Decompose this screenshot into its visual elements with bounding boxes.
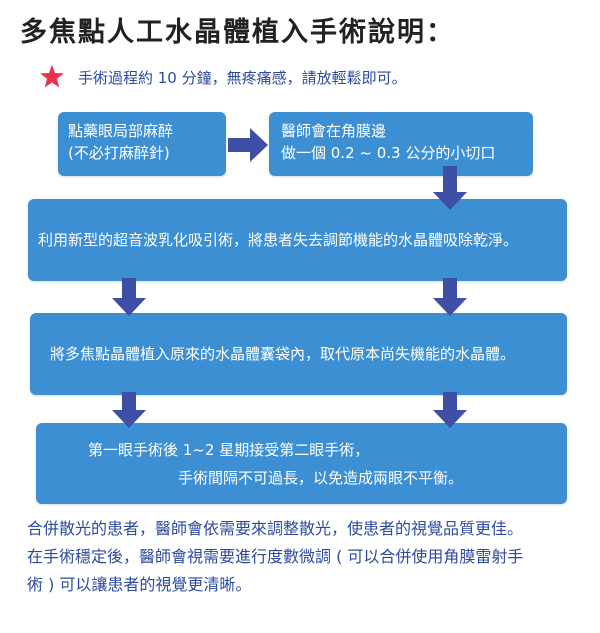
step5-line2: 手術間隔不可過長，以免造成兩眼不平衡。 (178, 469, 464, 487)
note-text: 手術過程約 10 分鐘，無疼痛感，請放輕鬆即可。 (78, 68, 407, 87)
star-icon (40, 64, 64, 88)
page-title: 多焦點人工水晶體植入手術說明： (20, 17, 455, 48)
step1-line2: (不必打麻醉針) (68, 144, 170, 162)
step2-line1: 醫師會在角膜邊 (281, 122, 387, 140)
step2-line2: 做一個 0.2 ~ 0.3 公分的小切口 (281, 144, 496, 162)
footer-line1: 合併散光的患者，醫師會依需要來調整散光，使患者的視覺品質更佳。 (27, 519, 524, 538)
step-box-second-eye: 第一眼手術後 1~2 星期接受第二眼手術， 手術間隔不可過長，以免造成兩眼不平衡… (36, 423, 567, 504)
step5-line1: 第一眼手術後 1~2 星期接受第二眼手術， (88, 441, 370, 459)
step-box-anesthesia: 點藥眼局部麻醉 (不必打麻醉針) (58, 112, 226, 176)
step-box-phaco: 利用新型的超音波乳化吸引術，將患者失去調節機能的水晶體吸除乾淨。 (28, 199, 567, 281)
step4-text: 將多焦點晶體植入原來的水晶體囊袋內，取代原本尚失機能的水晶體。 (50, 345, 516, 363)
note: 手術過程約 10 分鐘，無疼痛感，請放輕鬆即可。 (38, 63, 407, 91)
arrow-down-icon (112, 278, 146, 316)
footer-note: 合併散光的患者，醫師會依需要來調整散光，使患者的視覺品質更佳。 在手術穩定後，醫… (27, 515, 587, 599)
arrow-down-icon (433, 166, 467, 210)
step-box-implant: 將多焦點晶體植入原來的水晶體囊袋內，取代原本尚失機能的水晶體。 (30, 313, 567, 395)
arrow-down-icon (433, 392, 467, 428)
arrow-right-icon (228, 128, 268, 162)
arrow-down-icon (112, 392, 146, 428)
step3-text: 利用新型的超音波乳化吸引術，將患者失去調節機能的水晶體吸除乾淨。 (38, 231, 519, 249)
footer-line3: 術 ) 可以讓患者的視覺更清晰。 (27, 575, 252, 594)
arrow-down-icon (433, 278, 467, 316)
step1-line1: 點藥眼局部麻醉 (68, 122, 174, 140)
footer-line2: 在手術穩定後，醫師會視需要進行度數微調 ( 可以合併使用角膜雷射手 (27, 547, 524, 566)
step-box-incision: 醫師會在角膜邊 做一個 0.2 ~ 0.3 公分的小切口 (269, 112, 533, 176)
